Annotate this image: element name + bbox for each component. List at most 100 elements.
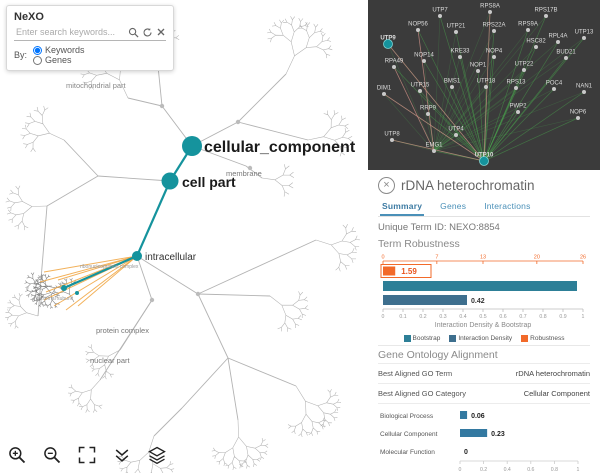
tree-toolbar	[6, 445, 168, 467]
svg-text:NOP6: NOP6	[570, 110, 587, 116]
svg-text:0.42: 0.42	[471, 298, 485, 305]
radio-label: Genes	[45, 55, 72, 65]
zoom-in-icon	[9, 447, 26, 464]
svg-text:0.2: 0.2	[419, 314, 426, 320]
svg-text:26: 26	[580, 255, 586, 261]
svg-text:cell part: cell part	[182, 174, 236, 190]
svg-text:1.59: 1.59	[401, 267, 417, 276]
svg-text:1: 1	[582, 314, 585, 320]
svg-text:0.7: 0.7	[519, 314, 526, 320]
go-alignment-table: Best Aligned GO Term rDNA heterochromatin…	[378, 363, 590, 404]
svg-text:Biological Process: Biological Process	[380, 413, 434, 420]
svg-text:ribosomal subunit: ribosomal subunit	[34, 296, 74, 302]
legend-label: Bootstrap	[412, 335, 441, 342]
go-row-value: Cellular Component	[523, 389, 590, 398]
svg-text:0: 0	[459, 467, 462, 473]
svg-text:BUD21: BUD21	[556, 50, 576, 56]
svg-text:0.23: 0.23	[491, 431, 505, 438]
search-mode-genes[interactable]: Genes	[33, 55, 85, 65]
robustness-legend: Bootstrap Interaction Density Robustness	[378, 335, 590, 342]
svg-text:UTP15: UTP15	[411, 83, 430, 89]
svg-text:membrane: membrane	[226, 169, 262, 178]
svg-text:RPS9A: RPS9A	[518, 22, 538, 28]
svg-text:NOP14: NOP14	[414, 53, 434, 59]
zoom-out-button[interactable]	[41, 445, 63, 467]
svg-text:NOP4: NOP4	[486, 49, 503, 55]
svg-text:UTP8: UTP8	[384, 132, 400, 138]
svg-text:0.1: 0.1	[399, 314, 406, 320]
svg-text:mitochondrial part: mitochondrial part	[66, 81, 127, 90]
svg-text:ribonucleoprotein complex: ribonucleoprotein complex	[80, 264, 139, 270]
svg-text:Molecular Function: Molecular Function	[380, 449, 435, 456]
tab-interactions[interactable]: Interactions	[484, 201, 531, 211]
legend-label: Interaction Density	[458, 335, 513, 342]
search-input[interactable]	[14, 26, 125, 38]
details-header: × rDNA heterochromatin	[378, 177, 590, 194]
svg-text:RPS22A: RPS22A	[482, 23, 505, 29]
svg-text:20: 20	[534, 255, 540, 261]
layers-icon	[148, 446, 166, 465]
zoom-out-icon	[44, 447, 61, 464]
go-row-value: rDNA heterochromatin	[515, 369, 590, 378]
unique-term-id: Unique Term ID: NEXO:8854	[378, 222, 500, 233]
fit-to-screen-button[interactable]	[76, 445, 98, 467]
radio-genes[interactable]	[33, 55, 43, 65]
svg-text:NAN1: NAN1	[576, 84, 593, 90]
go-alignment-section-title: Gene Ontology Alignment	[378, 349, 498, 361]
term-title: rDNA heterochromatin	[401, 178, 535, 193]
svg-text:0: 0	[382, 314, 385, 320]
svg-text:UTP13: UTP13	[575, 30, 594, 36]
clear-search-icon[interactable]	[156, 27, 166, 37]
svg-text:UTP10: UTP10	[475, 153, 494, 159]
collapse-tree-icon	[115, 449, 129, 462]
search-mode-keywords[interactable]: Keywords	[33, 45, 85, 55]
svg-text:protein complex: protein complex	[96, 326, 149, 335]
svg-text:0.4: 0.4	[504, 467, 511, 473]
layers-button[interactable]	[146, 445, 168, 467]
svg-text:KRE33: KRE33	[450, 49, 470, 55]
svg-text:UTP9: UTP9	[380, 36, 396, 42]
svg-text:Interaction Density & Bootstra: Interaction Density & Bootstrap	[435, 322, 532, 329]
svg-text:nuclear part: nuclear part	[90, 356, 131, 365]
svg-text:0.6: 0.6	[527, 467, 534, 473]
svg-text:POC4: POC4	[546, 81, 563, 87]
search-icon[interactable]	[128, 27, 139, 38]
tab-genes[interactable]: Genes	[440, 201, 467, 211]
svg-text:0.06: 0.06	[471, 413, 485, 420]
fit-to-screen-icon	[78, 446, 96, 464]
close-icon[interactable]: ×	[378, 177, 395, 194]
svg-text:cellular_component: cellular_component	[204, 139, 356, 156]
svg-text:DIM1: DIM1	[377, 86, 392, 92]
svg-text:RPS8A: RPS8A	[480, 4, 500, 10]
app-title: NeXO	[14, 11, 44, 23]
tab-summary[interactable]: Summary	[380, 199, 425, 216]
legend-item: Robustness	[521, 335, 565, 342]
svg-text:NOP56: NOP56	[408, 22, 428, 28]
legend-swatch	[521, 335, 529, 342]
collapse-tree-button[interactable]	[111, 445, 133, 467]
svg-text:0.3: 0.3	[439, 314, 446, 320]
go-row-label: Best Aligned GO Term	[378, 369, 453, 378]
radio-keywords[interactable]	[33, 45, 43, 55]
svg-text:13: 13	[480, 255, 486, 261]
refresh-icon[interactable]	[142, 27, 153, 38]
svg-text:EMG1: EMG1	[425, 143, 443, 149]
svg-text:0.8: 0.8	[539, 314, 546, 320]
by-label: By	[14, 50, 25, 60]
svg-text:0.4: 0.4	[459, 314, 466, 320]
go-alignment-row: Best Aligned GO Term rDNA heterochromatin	[378, 364, 590, 384]
svg-text:RPS13: RPS13	[506, 80, 526, 86]
svg-text:HSC82: HSC82	[526, 39, 546, 45]
zoom-in-button[interactable]	[6, 445, 28, 467]
